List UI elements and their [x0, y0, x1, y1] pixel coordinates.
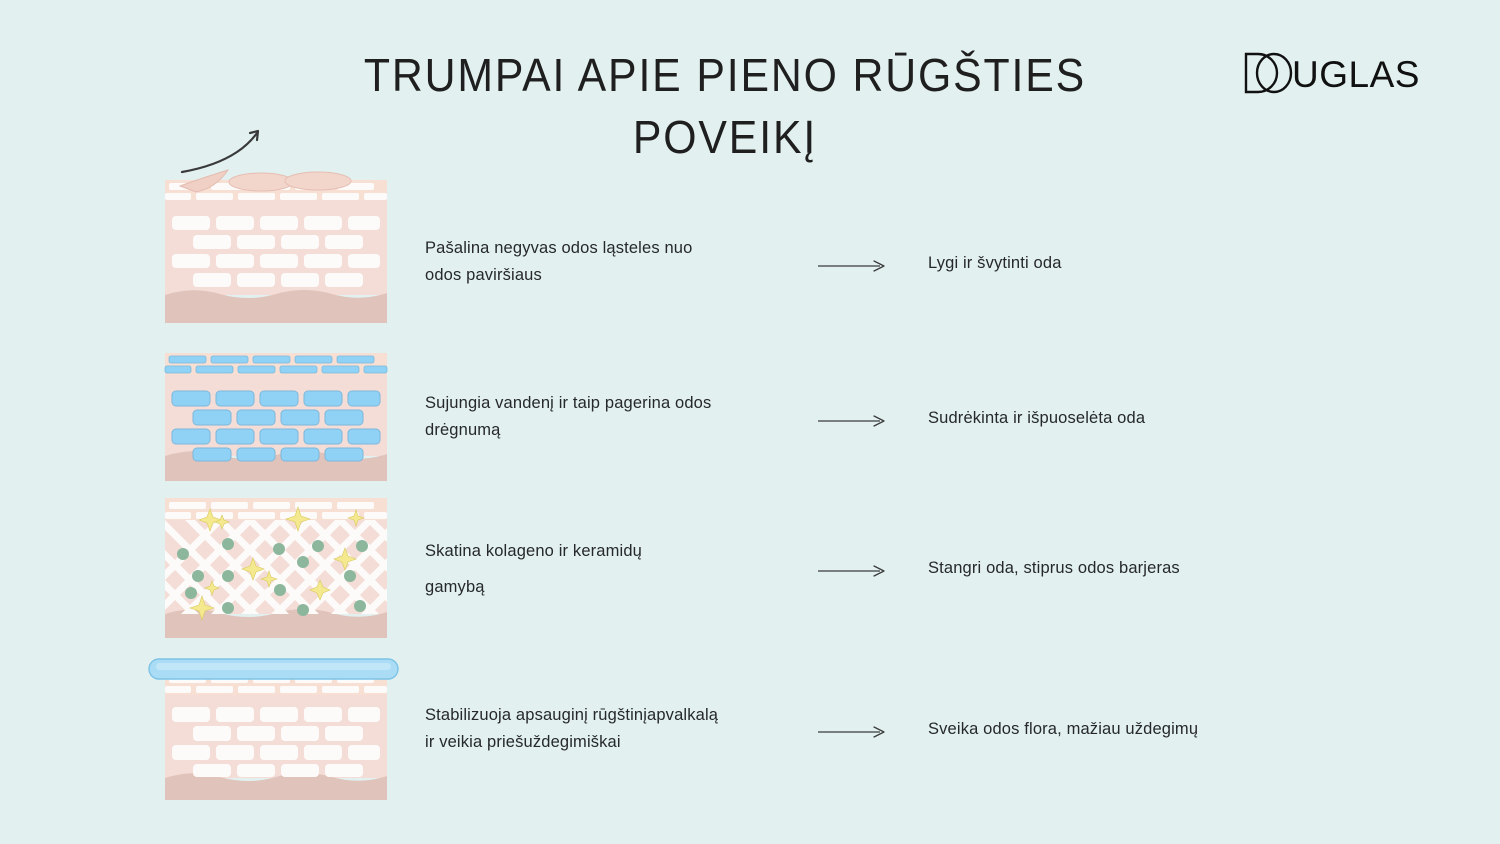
benefit-row-4: Stabilizuoja apsauginį rūgštinįapvalkalą… — [0, 650, 1500, 815]
benefit-result-2: Sudrėkinta ir išpuoselėta oda — [928, 409, 1146, 427]
arrow-icon-4 — [818, 725, 888, 739]
illustration-collagen-mesh — [160, 498, 400, 643]
desc-line: Skatina kolageno ir keramidų — [425, 542, 642, 560]
illustration-acid-mantle — [146, 655, 401, 805]
desc-line: ir veikia priešuždegimiškai — [425, 733, 621, 751]
benefit-result-1: Lygi ir švytinti oda — [928, 254, 1062, 272]
benefit-row-3: Skatina kolageno ir keramidų gamybą Stan… — [0, 495, 1500, 645]
illustration-hydrated-cells — [160, 353, 400, 483]
illustration-flaking-dead-cells — [160, 129, 400, 343]
benefit-result-3: Stangri oda, stiprus odos barjeras — [928, 559, 1180, 577]
desc-line: odos paviršiaus — [425, 266, 542, 284]
benefit-row-1: Pašalina negyvas odos ląsteles nuo odos … — [0, 129, 1500, 350]
benefit-row-2: Sujungia vandenį ir taip pagerina odos d… — [0, 345, 1500, 490]
ceramide-dots — [177, 538, 368, 616]
benefit-description-3: Skatina kolageno ir keramidų gamybą — [425, 533, 800, 605]
peeling-flake-group — [178, 169, 352, 193]
desc-line: Stabilizuoja apsauginį rūgštinįapvalkalą — [425, 706, 719, 724]
exfoliation-arrow — [180, 129, 260, 174]
benefit-description-4: Stabilizuoja apsauginį rūgštinįapvalkalą… — [425, 702, 800, 756]
benefit-description-1: Pašalina negyvas odos ląsteles nuo odos … — [425, 235, 800, 289]
desc-line: Pašalina negyvas odos ląsteles nuo — [425, 239, 693, 257]
desc-line: gamybą — [425, 578, 485, 596]
svg-text:UGLAS: UGLAS — [1292, 54, 1420, 95]
page-title: TRUMPAI APIE PIENO RŪGŠTIES POVEIKĮ — [363, 49, 1087, 163]
benefit-result-4: Sveika odos flora, mažiau uždegimų — [928, 720, 1199, 738]
sparkle-icons — [189, 506, 365, 621]
desc-line: drėgnumą — [425, 421, 501, 439]
desc-line: Sujungia vandenį ir taip pagerina odos — [425, 394, 712, 412]
douglas-logo: UGLAS — [1242, 50, 1452, 96]
arrow-icon-1 — [818, 259, 888, 273]
acid-mantle-barrier — [148, 658, 399, 680]
arrow-icon-2 — [818, 414, 888, 428]
arrow-icon-3 — [818, 564, 888, 578]
benefit-description-2: Sujungia vandenį ir taip pagerina odos d… — [425, 390, 800, 444]
